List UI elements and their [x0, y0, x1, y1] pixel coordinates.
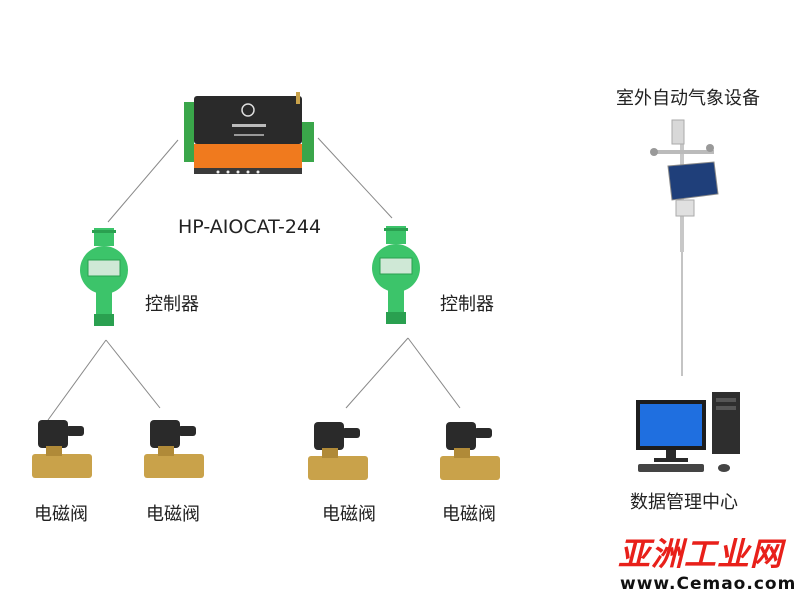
controller-label-1: 控制器	[145, 294, 199, 315]
link-controller2-valve3	[345, 337, 409, 409]
weather-station-device	[644, 116, 724, 252]
solenoid-valve-icon	[440, 422, 500, 480]
controller-label-2: 控制器	[440, 294, 494, 315]
controller-device-2	[366, 226, 426, 330]
valve-device-2	[142, 418, 206, 484]
link-controller1-valve1	[47, 339, 107, 421]
desktop-computer-icon	[636, 392, 740, 472]
valve-label-2: 电磁阀	[146, 504, 200, 525]
link-controller2-valve4	[407, 337, 461, 409]
gateway-device	[178, 92, 318, 178]
weather-station-icon	[650, 119, 719, 252]
controller-device-1	[74, 228, 134, 332]
link-gateway-controller-left	[107, 139, 179, 223]
computer-device	[634, 392, 744, 476]
link-gateway-controller-right	[317, 137, 393, 219]
controller-icon	[372, 226, 420, 324]
valve-label-4: 电磁阀	[442, 504, 496, 525]
controller-icon	[80, 228, 128, 326]
solenoid-valve-icon	[308, 422, 368, 480]
solenoid-valve-icon	[144, 420, 204, 478]
watermark-url: www.Cemao.com	[620, 574, 797, 594]
solenoid-valve-icon	[32, 420, 92, 478]
data-center-label: 数据管理中心	[630, 492, 738, 513]
gateway-icon	[184, 92, 314, 174]
watermark-brand: 亚洲工业网	[618, 535, 784, 573]
valve-label-3: 电磁阀	[322, 504, 376, 525]
valve-device-4	[438, 420, 502, 486]
link-controller1-valve2	[105, 339, 161, 409]
valve-label-1: 电磁阀	[34, 504, 88, 525]
gateway-model-label: HP-AIOCAT-244	[178, 216, 322, 238]
valve-device-1	[30, 418, 94, 484]
weather-station-label: 室外自动气象设备	[616, 88, 760, 109]
valve-device-3	[306, 420, 370, 486]
